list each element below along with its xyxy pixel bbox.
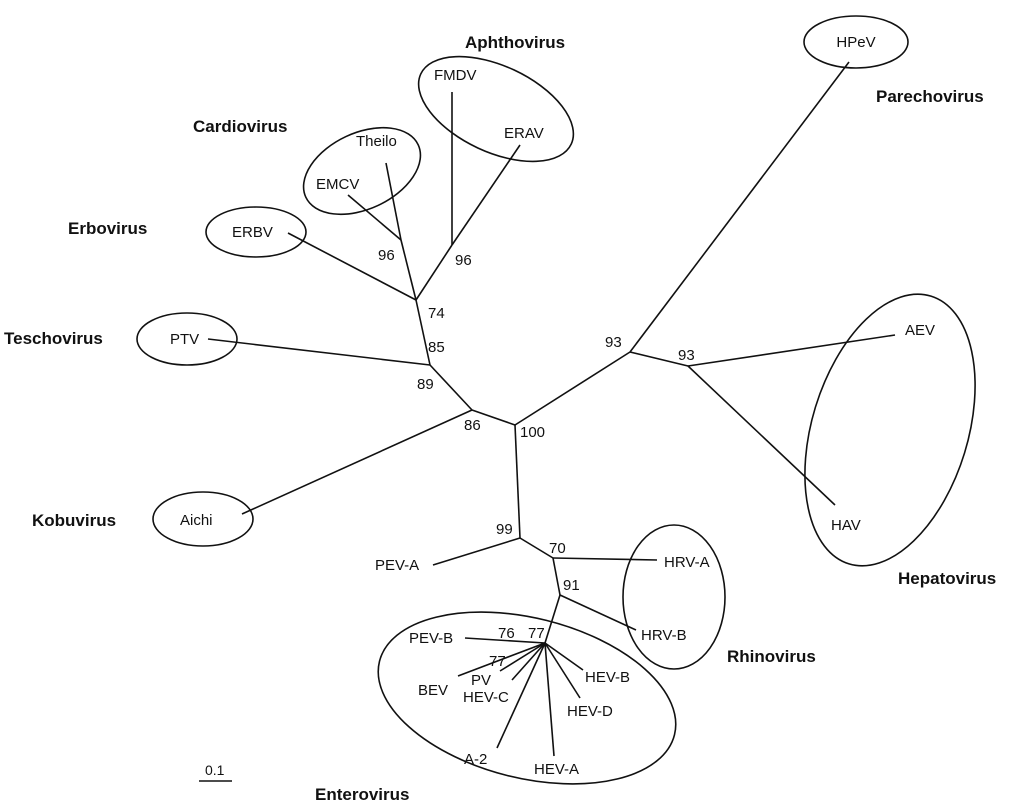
branch-root-to-node93 [514, 351, 631, 426]
taxon-label-theilo: Theilo [356, 133, 397, 150]
bootstrap-77-inner: 77 [489, 653, 506, 670]
aichi-outline [152, 491, 254, 547]
branch-node93-to-hpev [629, 61, 850, 353]
genus-label-hepatovirus: Hepatovirus [898, 569, 996, 588]
bootstrap-76: 76 [498, 625, 515, 642]
branch-node70-to-hrv-a [552, 557, 658, 561]
branch-entero-to-pv [499, 642, 546, 672]
branch-node74-to-erbv [287, 232, 417, 301]
branch-node93-to-hepato-node [629, 351, 689, 367]
branch-hepato-to-aev [687, 334, 896, 367]
taxon-label-aev: AEV [905, 322, 935, 339]
enterovirus-outline [377, 611, 677, 785]
taxon-label-hrv-a: HRV-A [664, 554, 710, 571]
taxon-label-hev-d: HEV-D [567, 703, 613, 720]
hpev-outline [803, 15, 909, 69]
genus-outlines [136, 15, 976, 785]
genus-label-enterovirus: Enterovirus [315, 785, 409, 804]
branch-node99-to-pev-a [432, 537, 521, 566]
branch-node89-to-node74 [415, 299, 431, 366]
ptv-outline [136, 312, 238, 366]
branch-node74-to-aphtho-node [415, 244, 453, 301]
taxon-label-aichi: Aichi [180, 512, 213, 529]
taxon-label-a2: A-2 [464, 751, 487, 768]
branch-root-to-node99 [514, 424, 521, 539]
taxon-label-hev-a: HEV-A [534, 761, 579, 778]
taxon-label-hrv-b: HRV-B [641, 627, 687, 644]
taxon-label-emcv: EMCV [316, 176, 359, 193]
taxon-label-hev-b: HEV-B [585, 669, 630, 686]
bootstrap-100: 100 [520, 424, 545, 441]
branch-entero-to-hev-b [544, 642, 584, 671]
branch-cardio-to-emcv [347, 194, 402, 241]
bootstrap-86: 86 [464, 417, 481, 434]
branch-cardio-to-theilo [385, 162, 402, 241]
taxon-label-pev-a: PEV-A [375, 557, 419, 574]
bootstrap-77-top: 77 [528, 625, 545, 642]
branch-node86-to-node89 [429, 364, 473, 411]
rhinovirus-outline [622, 524, 726, 670]
branch-entero-to-hev-d [544, 642, 581, 699]
scale-bar: 0.1 [199, 762, 232, 782]
erbv-outline [205, 206, 307, 258]
genus-label-erbovirus: Erbovirus [68, 219, 147, 238]
genus-label-kobuvirus: Kobuvirus [32, 511, 116, 530]
bootstrap-85: 85 [428, 339, 445, 356]
taxon-label-erav: ERAV [504, 125, 544, 142]
hepatovirus-outline [804, 293, 976, 567]
bootstrap-values: 96 96 74 85 89 86 100 93 93 99 70 91 76 … [378, 247, 695, 670]
taxon-label-ptv: PTV [170, 331, 199, 348]
taxon-label-hpev: HPeV [836, 34, 875, 51]
branch-entero-to-pev-b [464, 637, 546, 644]
branch-entero-to-a2 [496, 642, 546, 749]
tree-branches [207, 61, 896, 757]
genus-label-teschovirus: Teschovirus [4, 329, 103, 348]
taxon-label-bev: BEV [418, 682, 448, 699]
branch-node91-to-hrv-b [559, 594, 637, 631]
taxon-label-fmdv: FMDV [434, 67, 477, 84]
genus-label-parechovirus: Parechovirus [876, 87, 984, 106]
taxon-label-pev-b: PEV-B [409, 630, 453, 647]
genus-label-aphthovirus: Aphthovirus [465, 33, 565, 52]
branch-entero-to-bev [457, 642, 546, 677]
branch-node99-to-node70 [519, 537, 554, 559]
genus-label-cardiovirus: Cardiovirus [193, 117, 287, 136]
branch-node91-to-entero-node [544, 594, 561, 644]
cardiovirus-outline [302, 126, 422, 216]
genus-labels: Aphthovirus Cardiovirus Erbovirus Tescho… [4, 33, 996, 804]
branch-aphtho-to-erav [451, 144, 521, 246]
taxon-label-hev-c: HEV-C [463, 689, 509, 706]
scale-bar-label: 0.1 [205, 762, 225, 778]
taxon-label-erbv: ERBV [232, 224, 273, 241]
bootstrap-cardio: 96 [378, 247, 395, 264]
bootstrap-99: 99 [496, 521, 513, 538]
branch-entero-to-hev-a [544, 642, 555, 757]
bootstrap-91: 91 [563, 577, 580, 594]
bootstrap-parecho-93: 93 [605, 334, 622, 351]
taxon-label-hav: HAV [831, 517, 861, 534]
bootstrap-89: 89 [417, 376, 434, 393]
bootstrap-hepato-93: 93 [678, 347, 695, 364]
branch-hepato-to-hav [687, 365, 836, 506]
branch-entero-to-hev-c [511, 642, 546, 681]
branch-node74-to-cardio-node [400, 239, 417, 301]
bootstrap-74: 74 [428, 305, 445, 322]
branch-root-to-node86 [471, 409, 516, 426]
aphthovirus-outline [417, 55, 575, 163]
branch-node70-to-node91 [552, 557, 561, 596]
bootstrap-70: 70 [549, 540, 566, 557]
genus-label-rhinovirus: Rhinovirus [727, 647, 816, 666]
branch-node86-to-aichi [241, 409, 473, 515]
taxon-label-pv: PV [471, 672, 491, 689]
bootstrap-aphtho: 96 [455, 252, 472, 269]
branch-node89-to-ptv [207, 338, 431, 366]
taxon-labels: HPeV FMDV ERAV Theilo EMCV ERBV PTV Aich… [170, 34, 935, 778]
